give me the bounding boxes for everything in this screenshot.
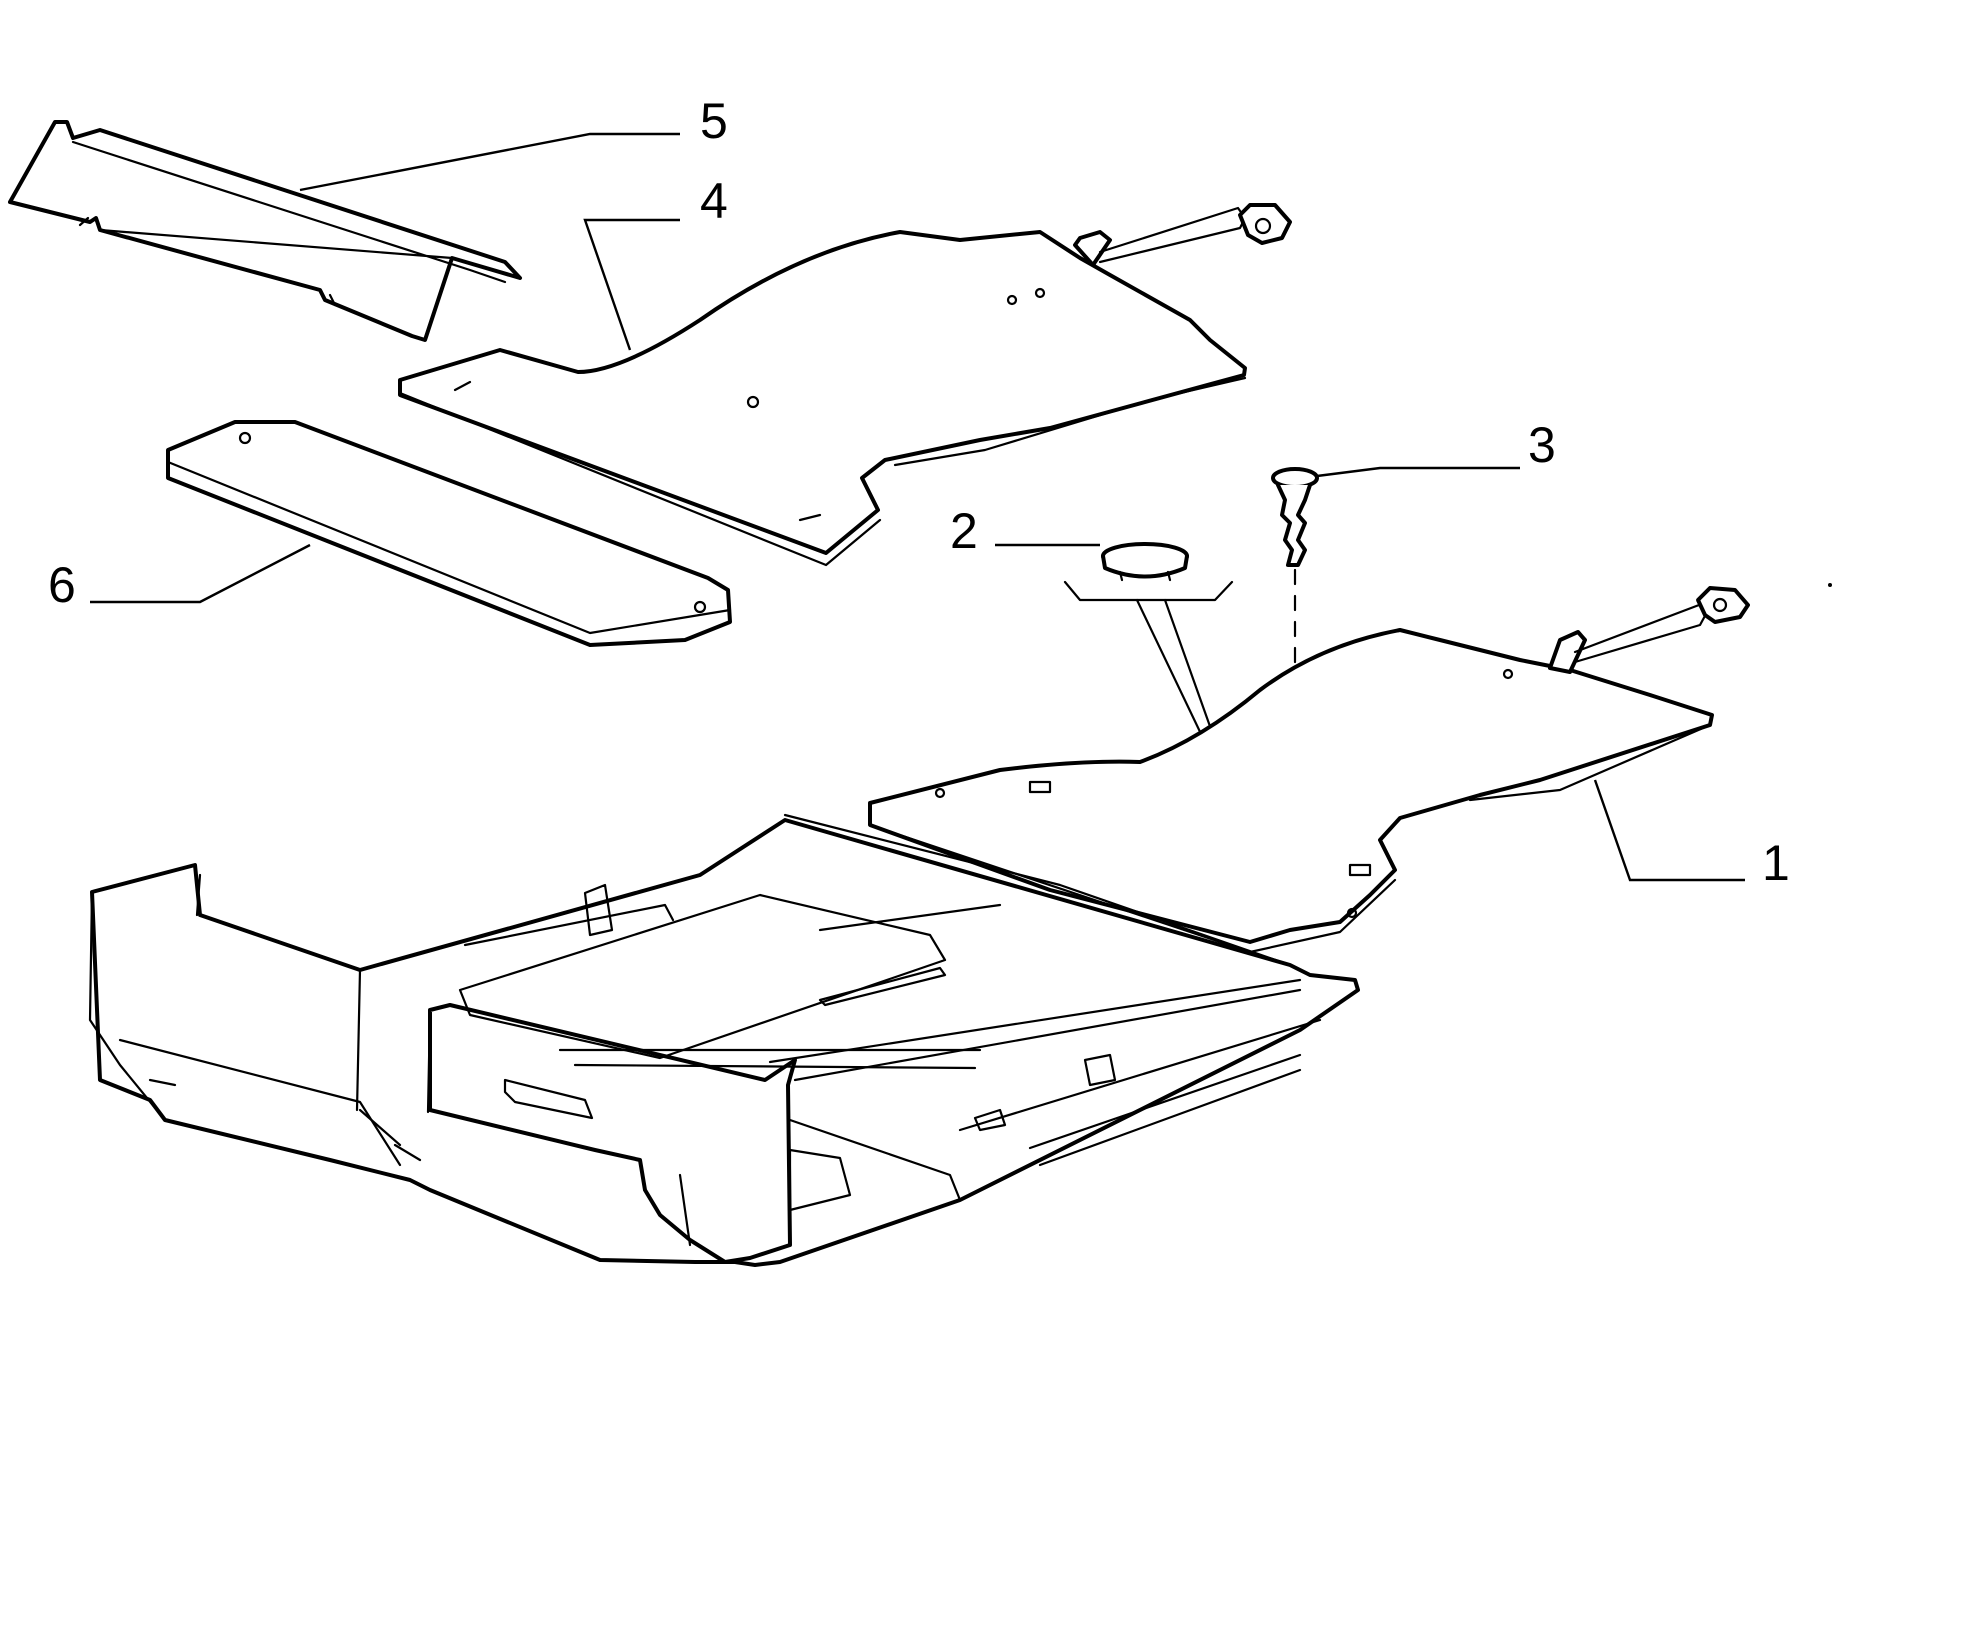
callout-2: 2 [950, 503, 978, 559]
callout-4: 4 [700, 173, 728, 229]
part-2-plug [1063, 542, 1240, 807]
callout-1: 1 [1762, 835, 1790, 891]
stray-mark [1828, 583, 1832, 587]
part-4-upper-floor-mat [398, 203, 1292, 567]
vehicle-floor-body [88, 813, 1360, 1267]
part-5-trim-panel [8, 120, 522, 342]
callout-6: 6 [48, 557, 76, 613]
part-6-rear-panel [166, 420, 732, 647]
callout-5: 5 [700, 93, 728, 149]
leader-lines [90, 132, 1745, 882]
callout-3: 3 [1528, 417, 1556, 473]
callout-labels: 5 4 6 2 3 1 [48, 93, 1790, 891]
part-1-lower-floor-mat [868, 586, 1750, 954]
